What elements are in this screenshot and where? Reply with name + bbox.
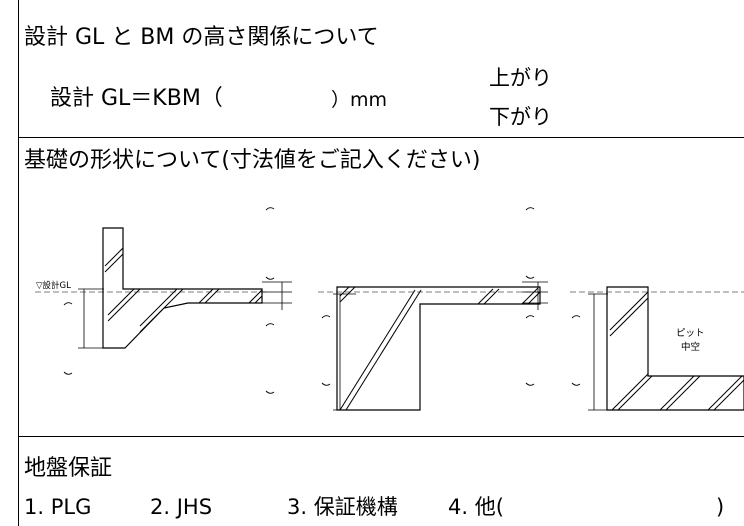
ground-option-kikou[interactable]: 3. 保証機構 (287, 495, 398, 519)
ground-option-other-close: ) (716, 495, 725, 519)
ground-option-plg[interactable]: 1. PLG (24, 495, 92, 519)
gl-formula-label: 設計 GL＝KBM（ (50, 86, 223, 111)
footing-b (318, 207, 548, 411)
gl-section-title: 設計 GL と BM の高さ関係について (24, 25, 379, 50)
ground-option-other[interactable]: 4. 他( (448, 495, 504, 519)
ground-section-title: 地盤保証 (24, 456, 113, 481)
section-divider-1 (18, 137, 744, 138)
footing-a: ▽設計GL (35, 207, 292, 394)
gl-formula-unit: ）mm (331, 89, 388, 111)
gl-option-up[interactable]: 上がり (489, 66, 552, 90)
gl-marker-label: ▽設計GL (36, 280, 71, 291)
foundation-diagram: ▽設計GL (0, 182, 744, 422)
form-left-border (18, 0, 19, 526)
section-divider-2 (18, 436, 744, 437)
gl-option-down[interactable]: 下がり (489, 105, 552, 129)
ground-option-jhs[interactable]: 2. JHS (150, 495, 213, 519)
footing-c: ピット 中空 (570, 286, 744, 411)
pit-label-1: ピット (676, 328, 705, 339)
pit-label-2: 中空 (681, 341, 700, 353)
foundation-section-title: 基礎の形状について(寸法値をご記入ください) (24, 148, 481, 173)
